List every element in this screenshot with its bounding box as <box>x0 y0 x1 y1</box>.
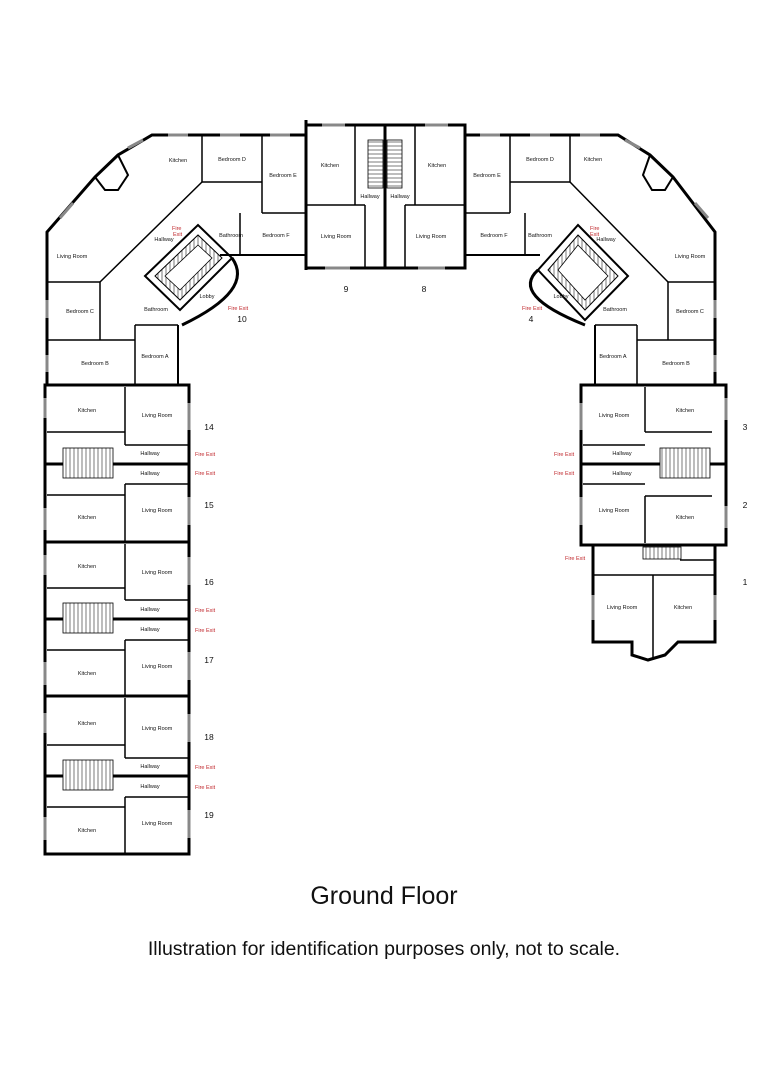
fire-exit-label: Fire Exit <box>522 306 543 312</box>
fire-exit-label: Fire Exit <box>195 452 216 458</box>
room-label-kitchen: Kitchen <box>78 408 96 414</box>
fire-exit-label: Fire Exit <box>554 471 575 477</box>
room-label-hallway: Hallway <box>360 194 380 200</box>
room-label-bedroom-a: Bedroom A <box>599 354 627 360</box>
unit-number-15: 15 <box>204 500 214 510</box>
room-label-bedroom-d: Bedroom D <box>526 157 554 163</box>
room-label-kitchen: Kitchen <box>676 515 694 521</box>
unit-number-1: 1 <box>743 577 748 587</box>
room-label-kitchen: Kitchen <box>78 515 96 521</box>
room-label-hallway: Hallway <box>140 764 160 770</box>
room-label-living-room: Living Room <box>599 508 630 514</box>
fire-exit-label: Fire Exit <box>554 452 575 458</box>
unit-number-10: 10 <box>237 314 247 324</box>
room-label-lobby: Lobby <box>554 294 569 300</box>
room-label-bedroom-a: Bedroom A <box>141 354 169 360</box>
room-label-kitchen: Kitchen <box>676 408 694 414</box>
room-label-living-room: Living Room <box>142 821 173 827</box>
room-label-bedroom-c: Bedroom C <box>66 309 94 315</box>
room-label-kitchen: Kitchen <box>584 157 602 163</box>
unit-number-16: 16 <box>204 577 214 587</box>
fire-exit-label: Exit <box>173 232 183 238</box>
left-column-units <box>43 383 191 856</box>
room-label-living-room: Living Room <box>321 234 352 240</box>
room-label-bedroom-f: Bedroom F <box>480 233 508 239</box>
room-label-kitchen: Kitchen <box>169 158 187 164</box>
unit-number-19: 19 <box>204 810 214 820</box>
room-label-hallway: Hallway <box>154 237 174 243</box>
room-label-hallway: Hallway <box>140 451 160 457</box>
room-label-bedroom-c: Bedroom C <box>676 309 704 315</box>
floor-title: Ground Floor <box>310 882 458 910</box>
unit-number-3: 3 <box>743 422 748 432</box>
unit-number-17: 17 <box>204 655 214 665</box>
room-label-bedroom-f: Bedroom F <box>262 233 290 239</box>
fire-exit-label: Fire Exit <box>195 765 216 771</box>
unit-number-4: 4 <box>529 314 534 324</box>
unit-4 <box>465 133 717 385</box>
room-label-kitchen: Kitchen <box>78 564 96 570</box>
room-label-living-room: Living Room <box>57 254 88 260</box>
room-label-living-room: Living Room <box>607 605 638 611</box>
unit-number-18: 18 <box>204 732 214 742</box>
room-label-hallway: Hallway <box>140 471 160 477</box>
room-label-bathroom: Bathroom <box>603 307 627 313</box>
room-label-bedroom-e: Bedroom E <box>473 173 501 179</box>
room-label-living-room: Living Room <box>142 570 173 576</box>
fire-exit-label: Fire Exit <box>195 608 216 614</box>
room-label-kitchen: Kitchen <box>321 163 339 169</box>
fire-exit-label: Fire Exit <box>195 785 216 791</box>
room-label-hallway: Hallway <box>612 471 632 477</box>
room-label-kitchen: Kitchen <box>78 671 96 677</box>
floor-plan: Kitchen Bedroom D Bedroom E Bedroom F Ba… <box>43 120 748 856</box>
room-label-bedroom-d: Bedroom D <box>218 157 246 163</box>
room-label-living-room: Living Room <box>142 664 173 670</box>
room-label-bathroom: Bathroom <box>144 307 168 313</box>
room-label-bathroom: Bathroom <box>528 233 552 239</box>
room-label-bedroom-b: Bedroom B <box>662 361 690 367</box>
room-label-living-room: Living Room <box>599 413 630 419</box>
fire-exit-label: Fire Exit <box>565 556 586 562</box>
room-label-kitchen: Kitchen <box>674 605 692 611</box>
fire-exit-label: Fire Exit <box>195 628 216 634</box>
room-label-kitchen: Kitchen <box>428 163 446 169</box>
room-label-living-room: Living Room <box>675 254 706 260</box>
disclaimer-text: Illustration for identification purposes… <box>147 938 621 960</box>
room-label-kitchen: Kitchen <box>78 828 96 834</box>
unit-number-2: 2 <box>743 500 748 510</box>
room-label-kitchen: Kitchen <box>78 721 96 727</box>
room-label-hallway: Hallway <box>140 607 160 613</box>
room-label-living-room: Living Room <box>142 508 173 514</box>
room-label-living-room: Living Room <box>142 726 173 732</box>
room-label-hallway: Hallway <box>140 627 160 633</box>
room-label-hallway: Hallway <box>390 194 410 200</box>
fire-exit-label: Exit <box>590 232 600 238</box>
room-label-living-room: Living Room <box>142 413 173 419</box>
room-label-hallway: Hallway <box>596 237 616 243</box>
room-label-bedroom-b: Bedroom B <box>81 361 109 367</box>
unit-10 <box>45 120 308 385</box>
fire-exit-label: Fire <box>172 226 181 232</box>
fire-exit-label: Fire <box>590 226 599 232</box>
right-column-units <box>579 383 728 662</box>
room-label-living-room: Living Room <box>416 234 447 240</box>
unit-number-14: 14 <box>204 422 214 432</box>
unit-number-9: 9 <box>344 284 349 294</box>
fire-exit-label: Fire Exit <box>195 471 216 477</box>
unit-number-8: 8 <box>422 284 427 294</box>
room-label-bathroom: Bathroom <box>219 233 243 239</box>
room-label-hallway: Hallway <box>140 784 160 790</box>
room-label-bedroom-e: Bedroom E <box>269 173 297 179</box>
units-9-8 <box>304 123 467 270</box>
fire-exit-label: Fire Exit <box>228 306 249 312</box>
room-label-hallway: Hallway <box>612 451 632 457</box>
room-label-lobby: Lobby <box>200 294 215 300</box>
